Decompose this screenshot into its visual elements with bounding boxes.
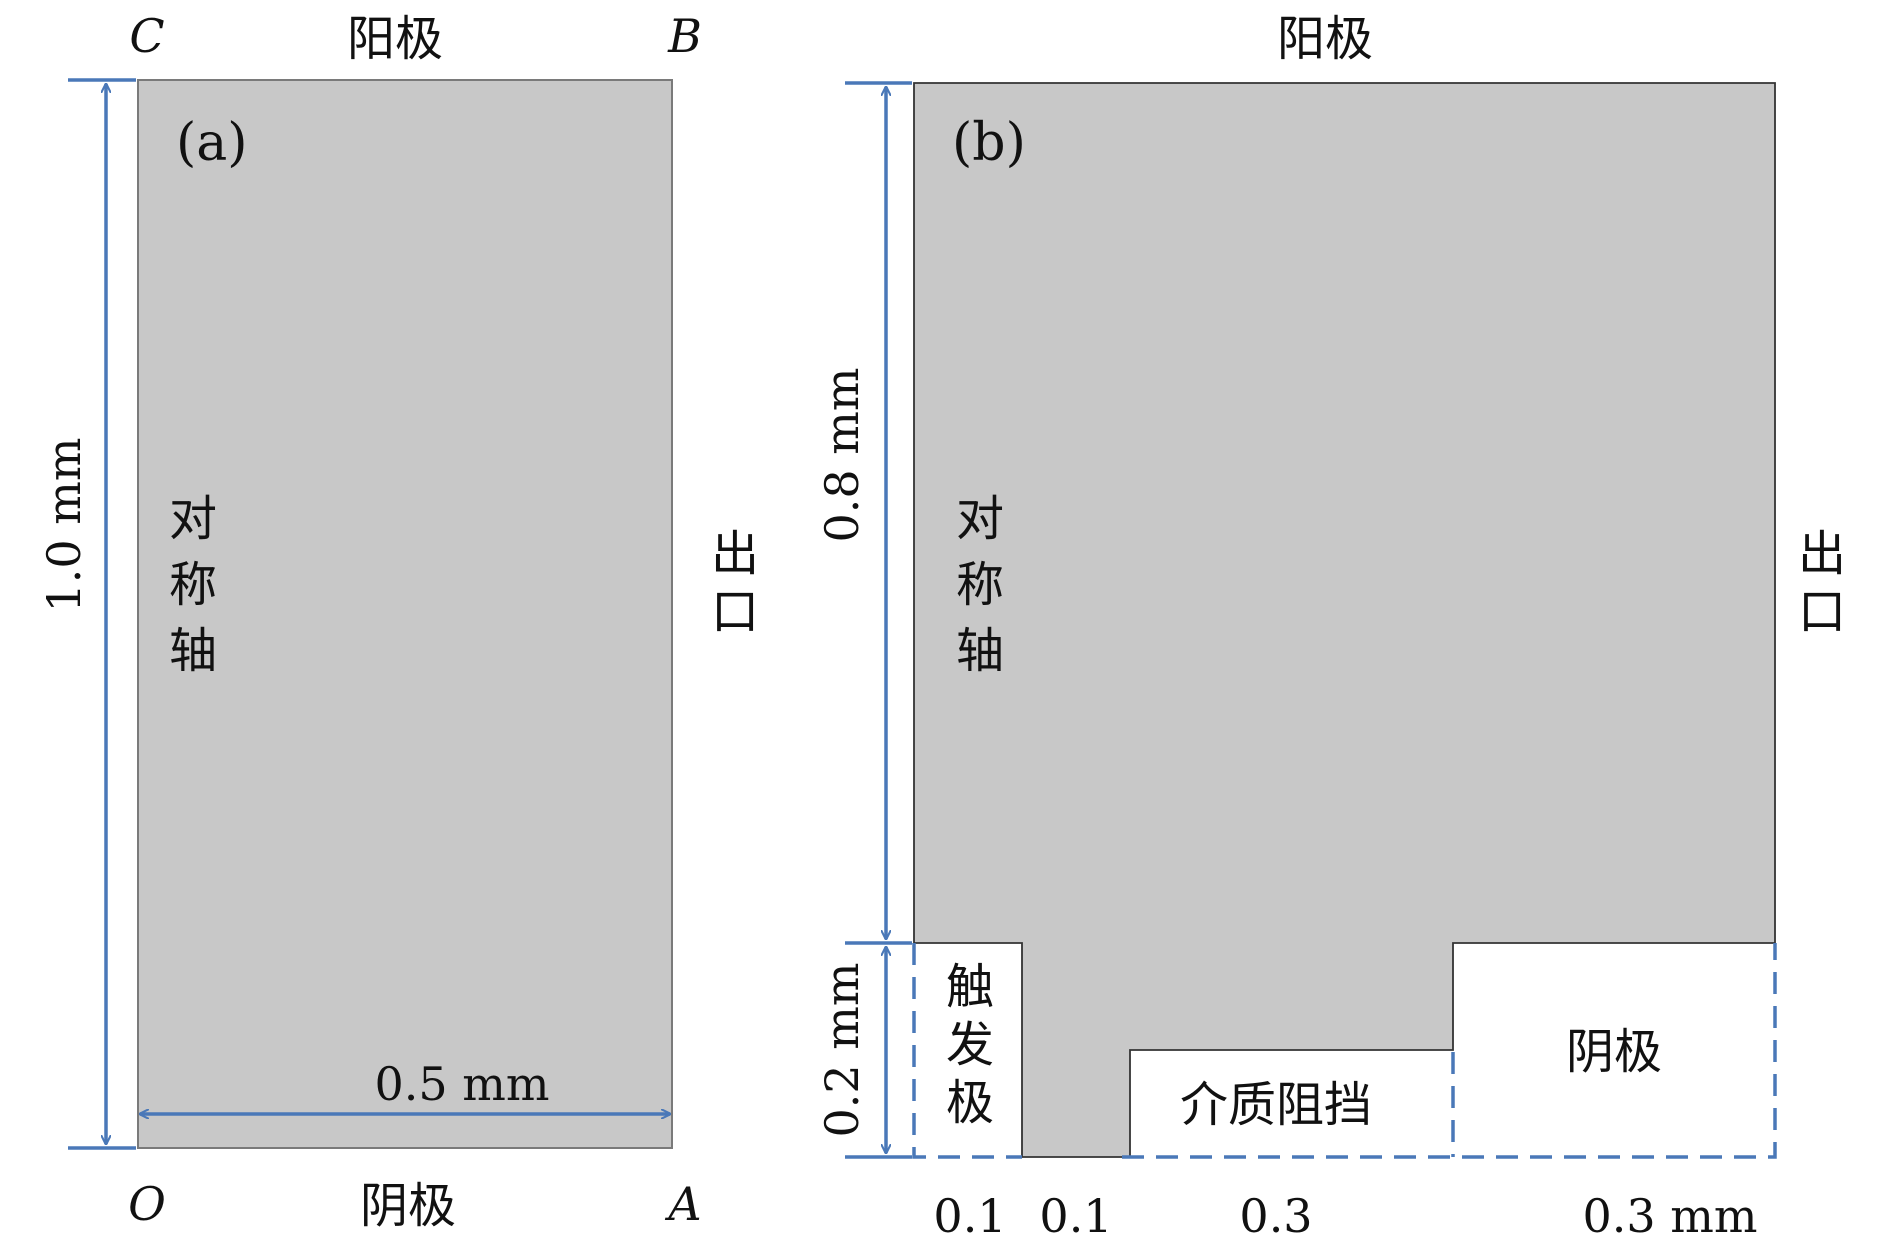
- panel-b-width-label-2: 0.1: [1039, 1189, 1112, 1243]
- panel-b-width-label-1: 0.1: [933, 1189, 1006, 1243]
- panel-b-symmetry-axis-label: 对称轴: [956, 491, 1004, 679]
- panel-b-tag: (b): [952, 113, 1026, 173]
- panel-b-dielectric-barrier-label: 介质阻挡: [1180, 1077, 1372, 1133]
- panel-b-domain-shape: [913, 82, 1776, 1158]
- panel-a-symmetry-axis-label: 对称轴: [169, 491, 217, 679]
- panel-a-cathode-label: 阴极: [360, 1178, 456, 1234]
- panel-b-anode-label: 阳极: [1277, 11, 1373, 67]
- panel-b-upper-height-label: 0.8 mm: [815, 367, 869, 542]
- panel-a-width-label: 0.5 mm: [374, 1057, 549, 1111]
- panel-a-corner-b: B: [667, 9, 702, 63]
- panel-b-width-label-3: 0.3: [1239, 1189, 1312, 1243]
- panel-b-trigger-electrode-label: 触发极: [946, 959, 994, 1131]
- panel-b-trigger-dashed-boundary: [912, 943, 1022, 1159]
- panel-a-height-label: 1.0 mm: [37, 437, 91, 612]
- panel-b-width-label-4: 0.3 mm: [1582, 1189, 1757, 1243]
- panel-a-anode-label: 阳极: [347, 11, 443, 67]
- panel-b-outlet-label: 出口: [1798, 526, 1846, 640]
- panel-a: 1.0 mm 0.5 mm (a) C B O A 阳极 阴极 出口 对称轴: [37, 9, 759, 1234]
- panel-b-bottom-dashed-boundary: [1122, 943, 1777, 1159]
- panel-a-outlet-label: 出口: [711, 526, 759, 640]
- panel-b: 0.8 mm 0.2 mm (b) 阳极 出口 对称轴 触发极 介质阻挡 阴极 …: [815, 11, 1846, 1243]
- panel-a-corner-c: C: [129, 9, 164, 63]
- panel-a-corner-a: A: [664, 1177, 701, 1231]
- panel-b-lower-height-label: 0.2 mm: [815, 962, 869, 1137]
- panel-a-domain-rect: [137, 79, 673, 1149]
- panel-a-tag: (a): [176, 113, 248, 173]
- panel-b-cathode-label: 阴极: [1566, 1024, 1662, 1080]
- panel-a-corner-o: O: [128, 1177, 166, 1231]
